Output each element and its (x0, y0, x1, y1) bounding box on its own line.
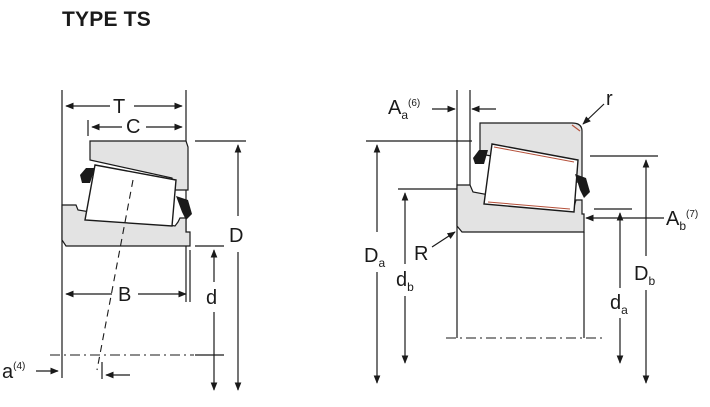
left-cage-bottom (176, 196, 192, 220)
label-C: C (126, 116, 140, 138)
label-Da: Da (364, 245, 385, 270)
label-da: da (610, 292, 628, 317)
page-title: TYPE TS (62, 8, 151, 31)
left-cup-outer-ring (89, 140, 189, 191)
right-cage-bottom (575, 174, 590, 198)
right-cage-top (473, 150, 488, 164)
label-Db: Db (634, 263, 655, 288)
right-cup-edge-accent (571, 124, 581, 132)
left-center-axis (96, 179, 134, 371)
label-db: db (396, 269, 414, 294)
dim-r-leader (582, 103, 605, 125)
label-B: B (118, 284, 131, 306)
right-bearing-view: Aa(6) r R Ab(7) Da db Db da (364, 88, 698, 384)
dim-R-leader (431, 231, 456, 248)
label-T: T (113, 96, 125, 118)
label-Aa: Aa(6) (388, 97, 420, 122)
label-D: D (229, 225, 243, 247)
label-a: a(4) (2, 361, 25, 383)
right-roller-accent (493, 146, 575, 163)
right-tapered-roller (483, 143, 579, 213)
right-roller-accent-bottom (487, 201, 571, 210)
label-r: r (606, 88, 613, 110)
left-bearing-view: T C D B d a(4) (2, 90, 246, 391)
label-d: d (206, 287, 217, 309)
label-R: R (414, 243, 428, 265)
left-cage-top (80, 168, 95, 183)
label-Ab: Ab(7) (666, 208, 698, 233)
